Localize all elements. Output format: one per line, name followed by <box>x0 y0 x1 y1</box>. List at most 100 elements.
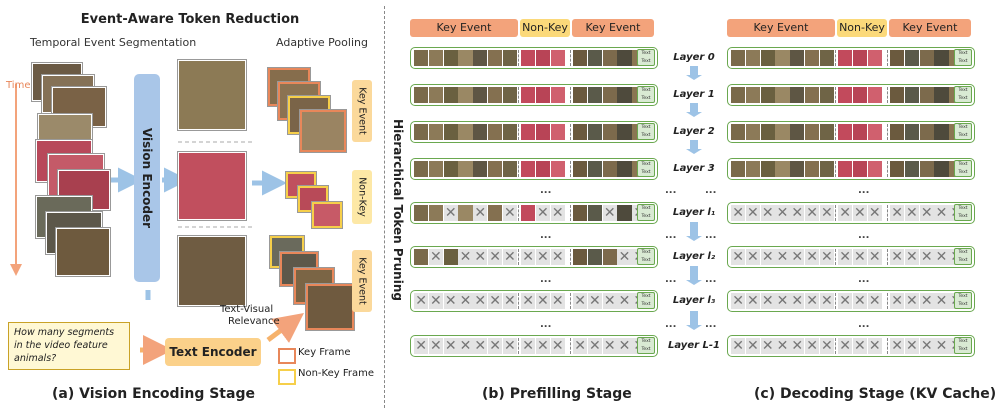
visual-token <box>775 161 790 177</box>
pruned-token: ✕ <box>838 293 853 309</box>
text-token: Text <box>641 88 651 93</box>
pruned-token: ✕ <box>488 293 503 309</box>
text-token: Text <box>641 96 651 101</box>
segment-divider <box>570 161 571 177</box>
visual-token <box>414 124 429 140</box>
pruned-token: ✕ <box>904 338 919 354</box>
panel-divider <box>384 6 385 408</box>
pruned-token: ✕ <box>760 249 775 265</box>
text-token: Text <box>958 214 968 219</box>
pruned-token: ✕ <box>805 205 820 221</box>
visual-token <box>602 124 617 140</box>
pruned-token: ✕ <box>535 205 550 221</box>
visual-token <box>488 50 503 66</box>
segment-divider <box>887 87 888 103</box>
pruned-token: ✕ <box>502 205 517 221</box>
pruned-token: ✕ <box>521 293 536 309</box>
header-key-event-c: Key Event <box>889 19 971 37</box>
visual-token <box>890 124 905 140</box>
pruned-token: ✕ <box>587 293 602 309</box>
visual-token <box>428 205 443 221</box>
relevance-label-2: Relevance <box>228 316 280 327</box>
visual-token <box>934 50 949 66</box>
visual-token <box>414 161 429 177</box>
visual-token <box>852 161 867 177</box>
visual-token <box>934 161 949 177</box>
panel-b-caption: (b) Prefilling Stage <box>482 386 632 402</box>
ellipsis: ... <box>705 230 717 241</box>
pruned-token: ✕ <box>890 249 905 265</box>
text-token: Text <box>958 125 968 130</box>
visual-token <box>760 124 775 140</box>
pruned-token: ✕ <box>867 293 882 309</box>
text-token: Text <box>958 302 968 307</box>
text-token: Text <box>641 59 651 64</box>
visual-token <box>488 124 503 140</box>
visual-token <box>502 124 517 140</box>
pruned-token: ✕ <box>745 338 760 354</box>
pruned-token: ✕ <box>852 249 867 265</box>
pruned-token: ✕ <box>775 249 790 265</box>
visual-token <box>904 124 919 140</box>
pruned-token: ✕ <box>867 205 882 221</box>
text-encoder: Text Encoder <box>165 338 261 366</box>
pruned-token: ✕ <box>617 338 632 354</box>
question-box: How many segments in the video feature a… <box>8 322 130 370</box>
ellipsis: ... <box>665 230 677 241</box>
text-token: Text <box>958 258 968 263</box>
pruned-token: ✕ <box>731 338 746 354</box>
segment-divider <box>518 338 519 354</box>
down-arrow <box>686 266 702 285</box>
segment-frame-key-1 <box>178 60 246 130</box>
text-token: Text <box>958 51 968 56</box>
pruned-token: ✕ <box>790 338 805 354</box>
pruned-token: ✕ <box>488 249 503 265</box>
visual-token <box>550 124 565 140</box>
segment-divider <box>570 205 571 221</box>
visual-token <box>521 205 536 221</box>
visual-token <box>458 161 473 177</box>
visual-token <box>919 124 934 140</box>
visual-token <box>790 124 805 140</box>
visual-token <box>521 87 536 103</box>
ellipsis: ... <box>540 274 552 285</box>
visual-token <box>473 50 488 66</box>
visual-token <box>838 124 853 140</box>
pruned-token: ✕ <box>890 205 905 221</box>
visual-token <box>819 124 834 140</box>
segment-divider <box>887 338 888 354</box>
pruned-token: ✕ <box>790 249 805 265</box>
visual-token <box>775 87 790 103</box>
segment-divider <box>518 124 519 140</box>
visual-token <box>805 161 820 177</box>
segment-divider <box>835 293 836 309</box>
visual-token <box>458 50 473 66</box>
visual-token <box>919 161 934 177</box>
visual-token <box>521 124 536 140</box>
pruned-token: ✕ <box>473 338 488 354</box>
down-arrow <box>686 140 702 154</box>
text-token: Text <box>641 294 651 299</box>
text-token: Text <box>958 250 968 255</box>
pruned-token: ✕ <box>852 205 867 221</box>
segment-divider <box>835 50 836 66</box>
pruned-token: ✕ <box>904 293 919 309</box>
visual-token <box>458 87 473 103</box>
visual-token <box>473 87 488 103</box>
segment-divider <box>570 124 571 140</box>
visual-token <box>443 87 458 103</box>
visual-token <box>790 87 805 103</box>
pruned-token: ✕ <box>819 293 834 309</box>
visual-token <box>587 50 602 66</box>
pruned-token: ✕ <box>535 249 550 265</box>
